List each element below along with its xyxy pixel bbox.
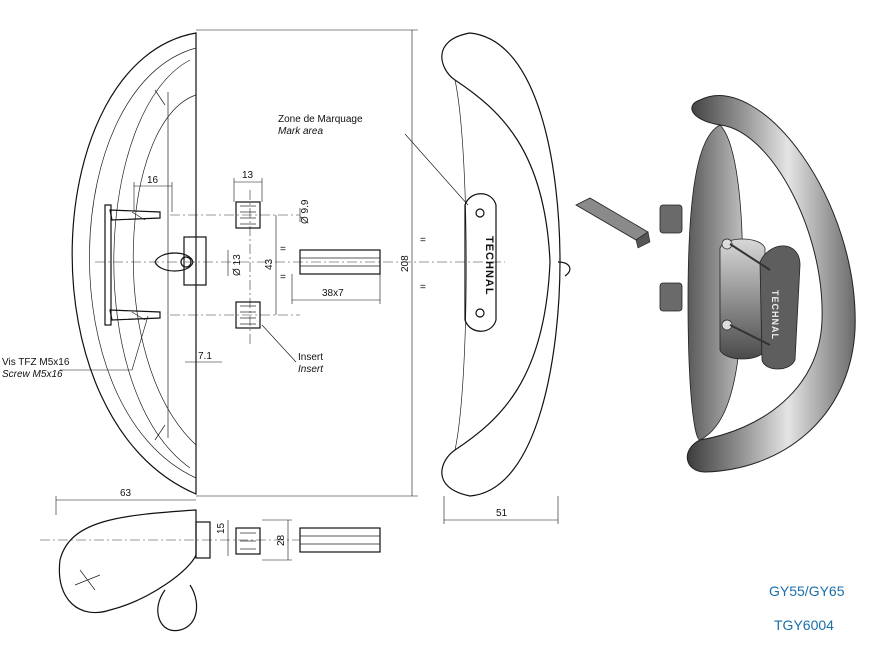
- dimension-lines: [55, 29, 559, 561]
- mark-area-label-fr: Zone de Marquage: [278, 114, 363, 125]
- handle-3d-render: [575, 95, 856, 473]
- dim-15: 15: [216, 522, 227, 534]
- brand-mark-3d: TECHNAL: [770, 290, 780, 340]
- insert-top: [235, 201, 261, 229]
- insert-label-en: Insert: [298, 364, 324, 375]
- eq-mark-2: =: [420, 282, 426, 293]
- dim-9-9: Ø 9.9: [300, 199, 311, 224]
- center-lines: [40, 190, 505, 541]
- insert-label-fr: Insert: [298, 352, 323, 363]
- dim-7-1: 7.1: [198, 351, 212, 362]
- mark-area-label-en: Mark area: [278, 126, 323, 137]
- insert-bottom: [235, 301, 261, 329]
- dim-208: 208: [400, 255, 411, 272]
- dim-51: 51: [496, 508, 508, 519]
- dim-13: 13: [242, 170, 254, 181]
- dim-13-diameter: Ø 13: [232, 254, 243, 276]
- dim-63: 63: [120, 488, 132, 499]
- dim-38x7: 38x7: [322, 288, 344, 299]
- screw-label-fr: Vis TFZ M5x16: [2, 357, 70, 368]
- bottom-view: [58, 509, 381, 632]
- brand-mark-side: TECHNAL: [483, 236, 495, 296]
- spindle: [299, 249, 381, 275]
- model-reference: GY55/GY65: [769, 583, 845, 599]
- dim-43: 43: [264, 258, 275, 270]
- eq-mark-3: =: [280, 244, 286, 255]
- front-view: [71, 32, 207, 495]
- eq-mark-4: =: [280, 272, 286, 283]
- side-view: [441, 32, 571, 497]
- screw-label-en: Screw M5x16: [2, 369, 63, 380]
- eq-mark-1: =: [420, 235, 426, 246]
- code-reference: TGY6004: [774, 617, 834, 633]
- dim-28: 28: [276, 534, 287, 546]
- dim-16: 16: [147, 175, 159, 186]
